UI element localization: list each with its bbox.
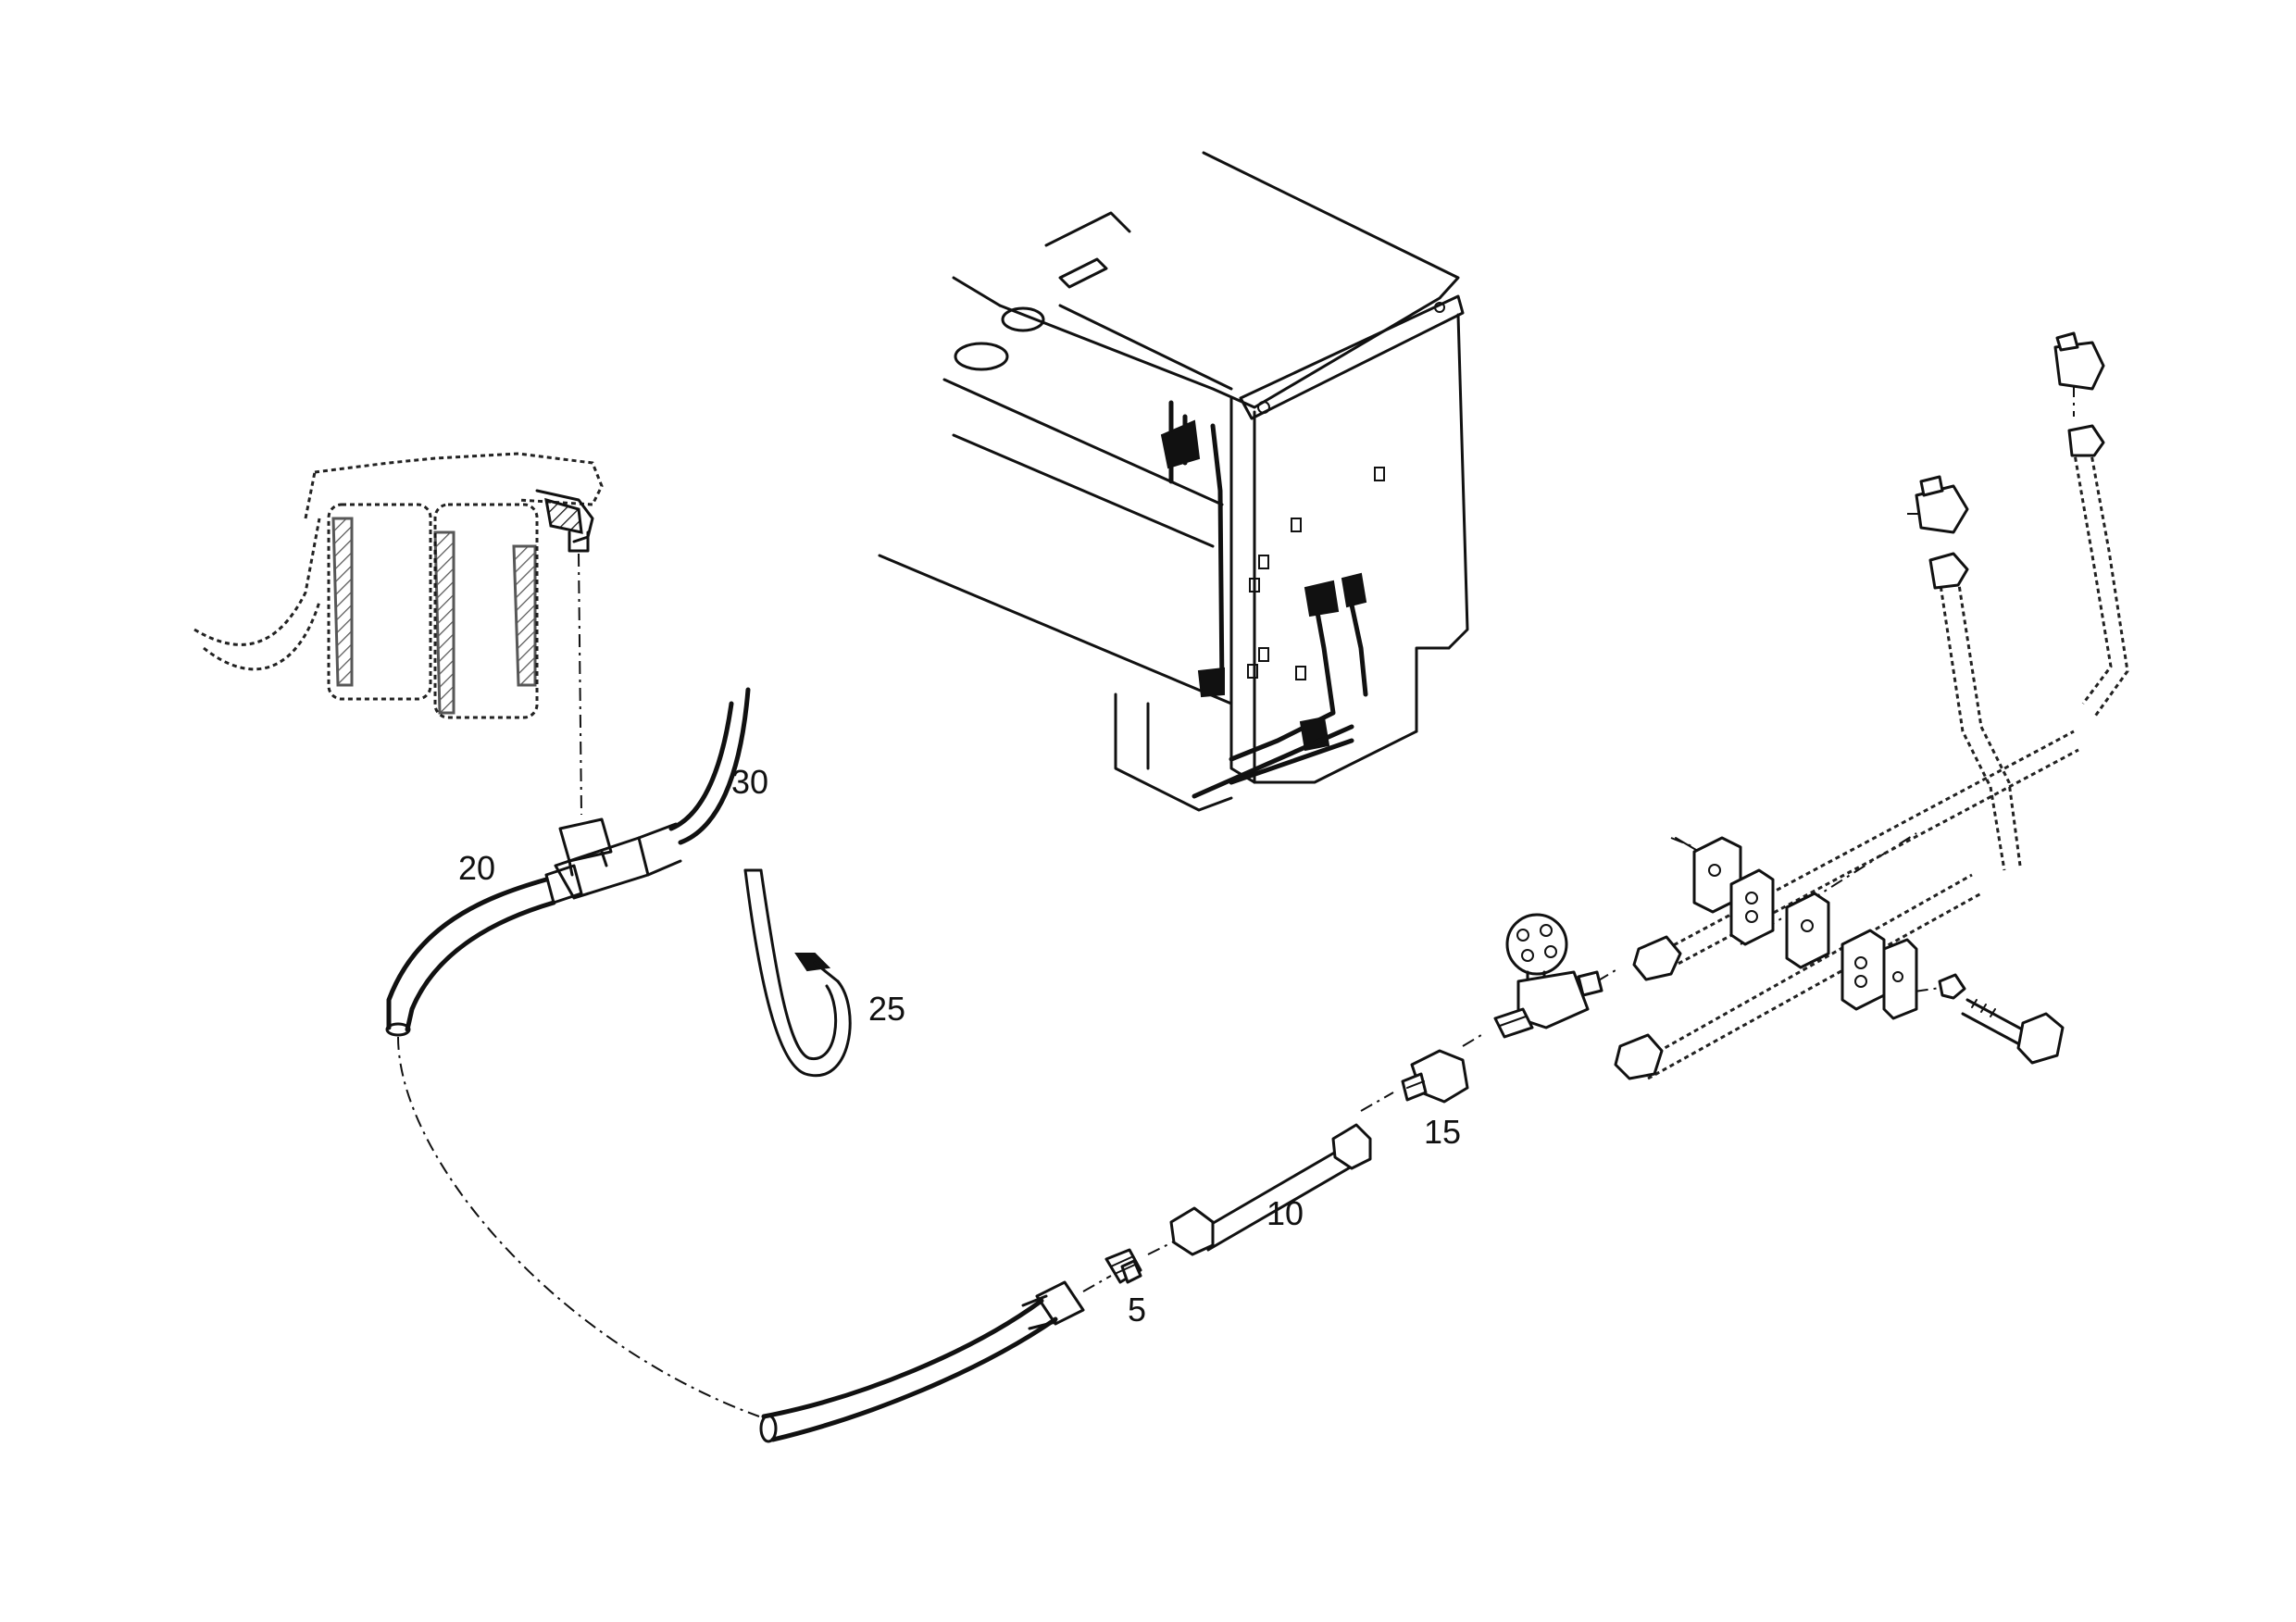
pipe-bundle bbox=[1614, 331, 2129, 1080]
lower-hose bbox=[759, 1280, 1085, 1443]
part-5-adapter bbox=[1104, 1248, 1142, 1284]
engine-housing bbox=[878, 151, 1469, 812]
part-10-pipe bbox=[1169, 1123, 1372, 1256]
shut-off-valve bbox=[1493, 913, 1603, 1039]
fuel-filter-assembly bbox=[193, 452, 604, 719]
callout-30: 30 bbox=[731, 763, 768, 801]
part-15-union bbox=[1401, 1049, 1469, 1104]
callout-20: 20 bbox=[458, 849, 495, 887]
part-30-pipes bbox=[668, 687, 751, 845]
clamp-blocks-bolt bbox=[1675, 836, 2065, 1065]
callout-15: 15 bbox=[1424, 1113, 1461, 1151]
callouts: 5 10 15 20 25 30 bbox=[458, 763, 1461, 1329]
callout-25: 25 bbox=[868, 990, 905, 1028]
callout-10: 10 bbox=[1267, 1194, 1304, 1232]
callout-5: 5 bbox=[1128, 1291, 1146, 1329]
part-20-tee-fitting-hose bbox=[385, 817, 682, 1037]
part-25-hose-clamp bbox=[743, 868, 852, 1078]
